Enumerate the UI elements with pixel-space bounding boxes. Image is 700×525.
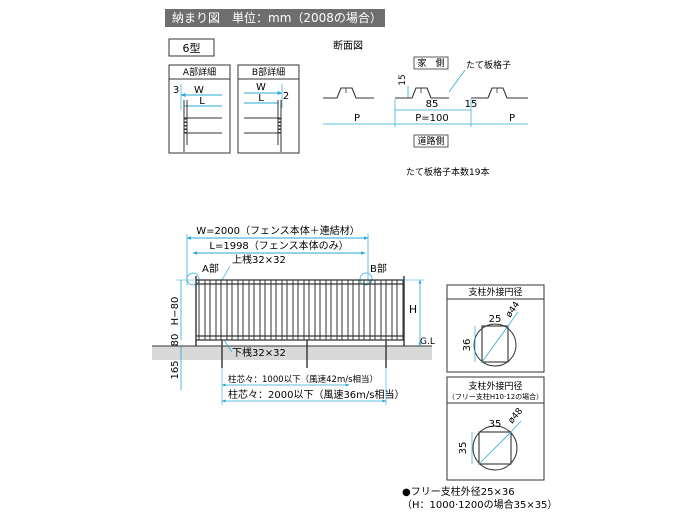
section-view: 断面図 家 側 たて板格子 15 85 15 P P=100 P 道路側 たて板… [323,39,528,178]
dim-height-15: 15 [398,74,408,85]
footnote-line-2: （H：1000·1200の場合35×35） [402,498,557,511]
house-side-label: 家 側 [417,57,444,69]
detail-b-l: L [258,93,264,104]
detail-b-offset: 2 [283,91,289,102]
detail-b-panel: B部詳細 W L 2 [237,64,300,154]
detail-a-l: L [199,96,205,107]
detail-a-title: A部詳細 [183,66,216,78]
part-a-label: A部 [202,262,219,275]
bottom-rail-label: 下桟32×32 [232,346,286,359]
section-title: 断面図 [333,39,363,52]
post-box-1-height: 36 [462,339,473,352]
gl-label: G.L [420,337,435,347]
w-dimension: W=2000（フェンス本体＋連結材） [196,224,360,237]
detail-b-w: W [256,82,266,93]
post-box-2-title: 支柱外接円径 [468,380,522,392]
post-pitch-2000: 柱芯々：2000以下（風速36m/s相当） [228,388,405,401]
ground [152,346,432,360]
post-pitch-1000: 柱芯々：1000以下（風速42m/s相当） [228,374,378,385]
pitch-left: P [354,113,360,124]
post-diameter-box-2: 支柱外接円径 （フリー支柱H10·12の場合） 35 ø48 35 [446,376,545,481]
detail-a-w: W [194,85,204,96]
dim-h: H [409,303,417,316]
pickets [198,280,404,340]
picket-count: たて板格子本数19本 [406,166,489,178]
pitch-right: P [509,113,515,124]
header-bar [165,9,385,27]
detail-b-title: B部詳細 [252,66,285,78]
top-rail-label: 上桟32×32 [232,253,286,266]
post-box-2-subtitle: （フリー支柱H10·12の場合） [448,392,543,401]
dim-picket-85: 85 [426,99,439,110]
front-elevation: W=2000（フェンス本体＋連結材） L=1998（フェンス本体のみ） A部 B… [152,224,435,405]
l-dimension: L=1998（フェンス本体のみ） [209,239,348,252]
dim-h-minus-80: H−80 [170,297,181,326]
dim-165: 165 [170,360,181,379]
post-box-1-title: 支柱外接円径 [468,286,522,298]
part-a-marker [186,272,200,286]
pitch-center: P=100 [415,113,449,124]
road-side-label: 道路側 [417,135,444,147]
type-box: 6型 [168,38,215,57]
type-label: 6型 [183,41,201,55]
page-title: 納まり図 単位：mm（2008の場合） [172,11,382,25]
footnote-line-1: ●フリー支柱外径25×36 [402,485,515,498]
post-box-2-side: 35 [489,419,502,430]
picket-label: たて板格子 [466,59,511,71]
post-box-2-height: 35 [458,442,469,455]
detail-a-offset: 3 [173,85,179,96]
part-b-label: B部 [370,262,387,275]
part-b-marker [359,272,373,286]
post-diameter-box-1: 支柱外接円径 25 ø44 36 [446,284,545,373]
post-box-1-side: 25 [489,314,502,325]
dim-80: 80 [170,334,181,347]
detail-a-panel: A部詳細 3 W L [168,64,231,154]
